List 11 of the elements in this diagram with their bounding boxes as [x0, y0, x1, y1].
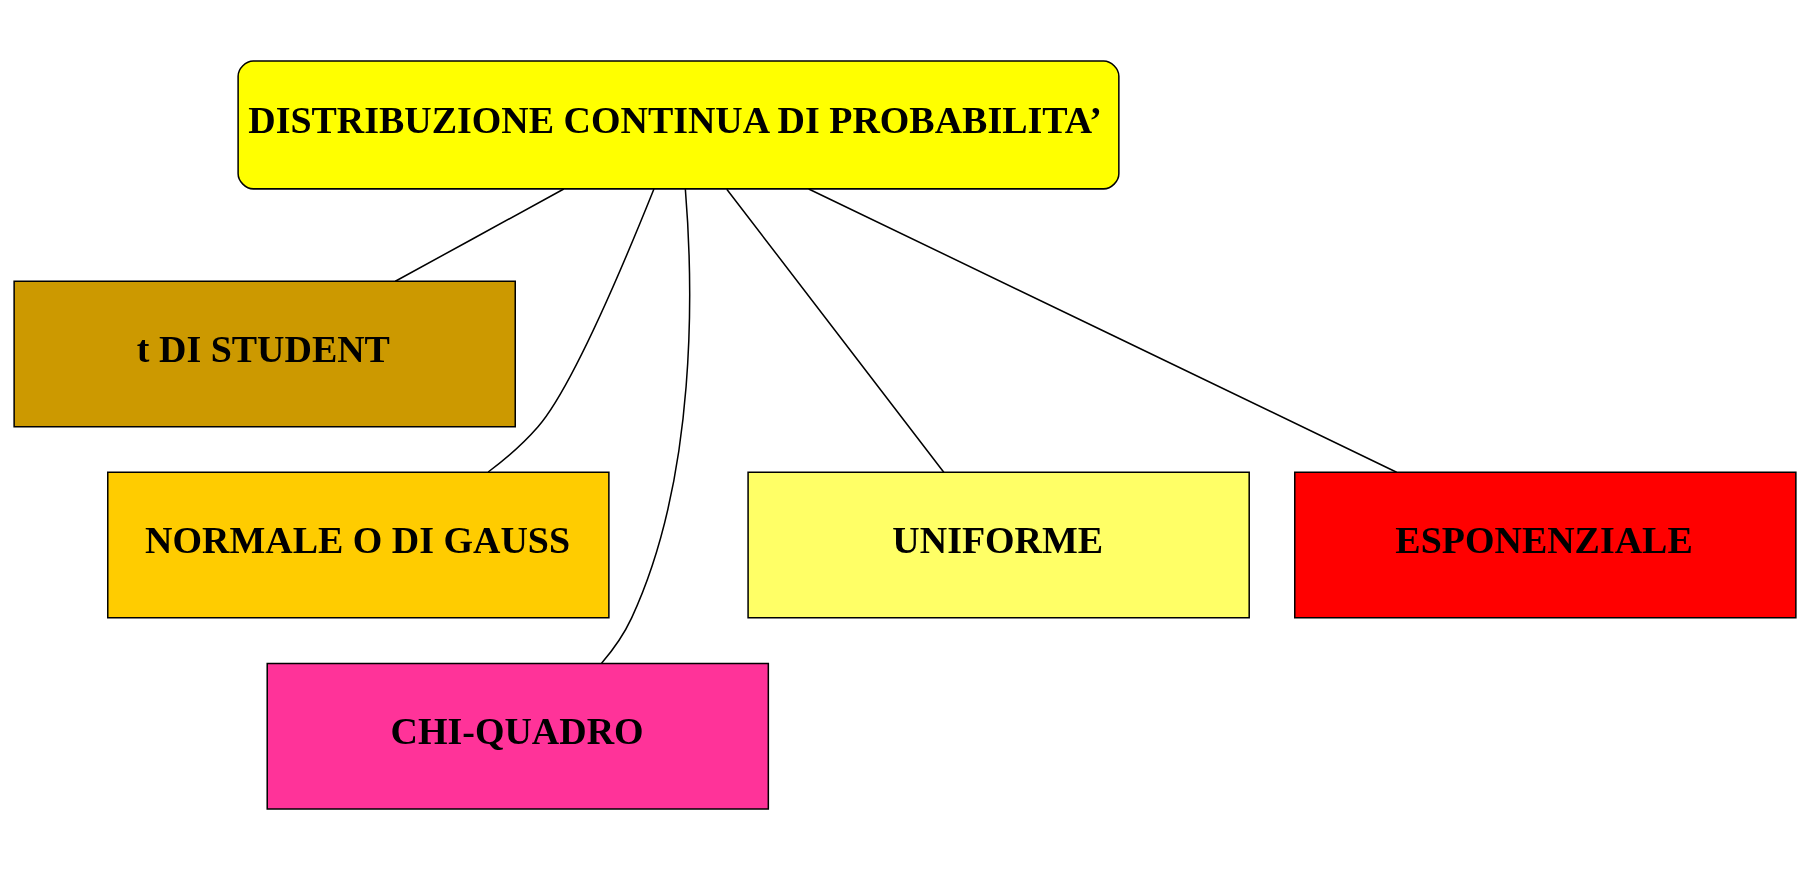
- node-box: NORMALE O DI GAUSS: [107, 471, 610, 619]
- node-box: DISTRIBUZIONE CONTINUA DI PROBABILITA’: [237, 59, 1120, 190]
- connector: [807, 187, 1398, 473]
- node-box: t DI STUDENT: [13, 280, 516, 428]
- connector: [600, 187, 691, 664]
- node-box: ESPONENZIALE: [1294, 471, 1797, 619]
- connector: [487, 187, 655, 473]
- connector: [726, 187, 945, 473]
- connector: [394, 187, 565, 282]
- node-box: CHI-QUADRO: [266, 662, 770, 810]
- node-box: UNIFORME: [747, 471, 1250, 619]
